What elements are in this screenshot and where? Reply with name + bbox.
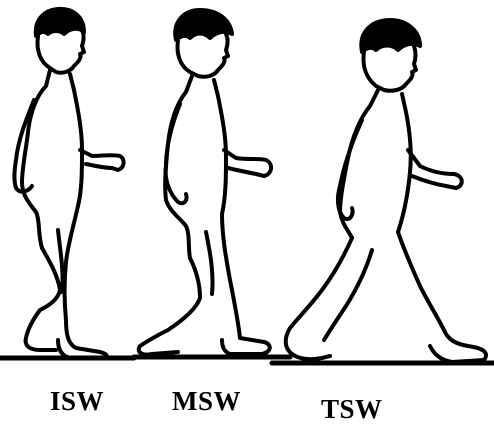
head-3 [364,46,417,91]
label-mid-swing: MSW [172,388,241,415]
head-2 [178,34,229,77]
leg-stance-1 [58,206,107,358]
head-1 [38,30,85,73]
leg-trail-inner-3 [324,250,372,340]
chest-2 [214,80,226,214]
label-initial-swing: ISW [50,388,104,415]
label-terminal-swing: TSW [321,396,383,423]
hair-3 [361,20,420,52]
leg-swing-2 [139,258,200,355]
hair-2 [175,10,232,40]
chest-3 [398,94,411,232]
hair-1 [36,9,84,36]
leg-trail-3 [286,238,352,359]
arm-front-3 [408,150,462,188]
figure-mid-swing [139,10,271,355]
torso-1 [22,70,50,248]
figure-initial-swing [15,9,124,358]
figure-terminal-swing [286,20,486,362]
arm-front-1 [80,150,124,170]
arm-front-2 [224,150,271,176]
leg-stance-2 [222,214,270,354]
chest-1 [70,74,82,206]
leg-swing-1 [26,248,60,350]
leg-swing-3 [398,232,486,362]
leg-swing-inner-2 [206,232,213,294]
